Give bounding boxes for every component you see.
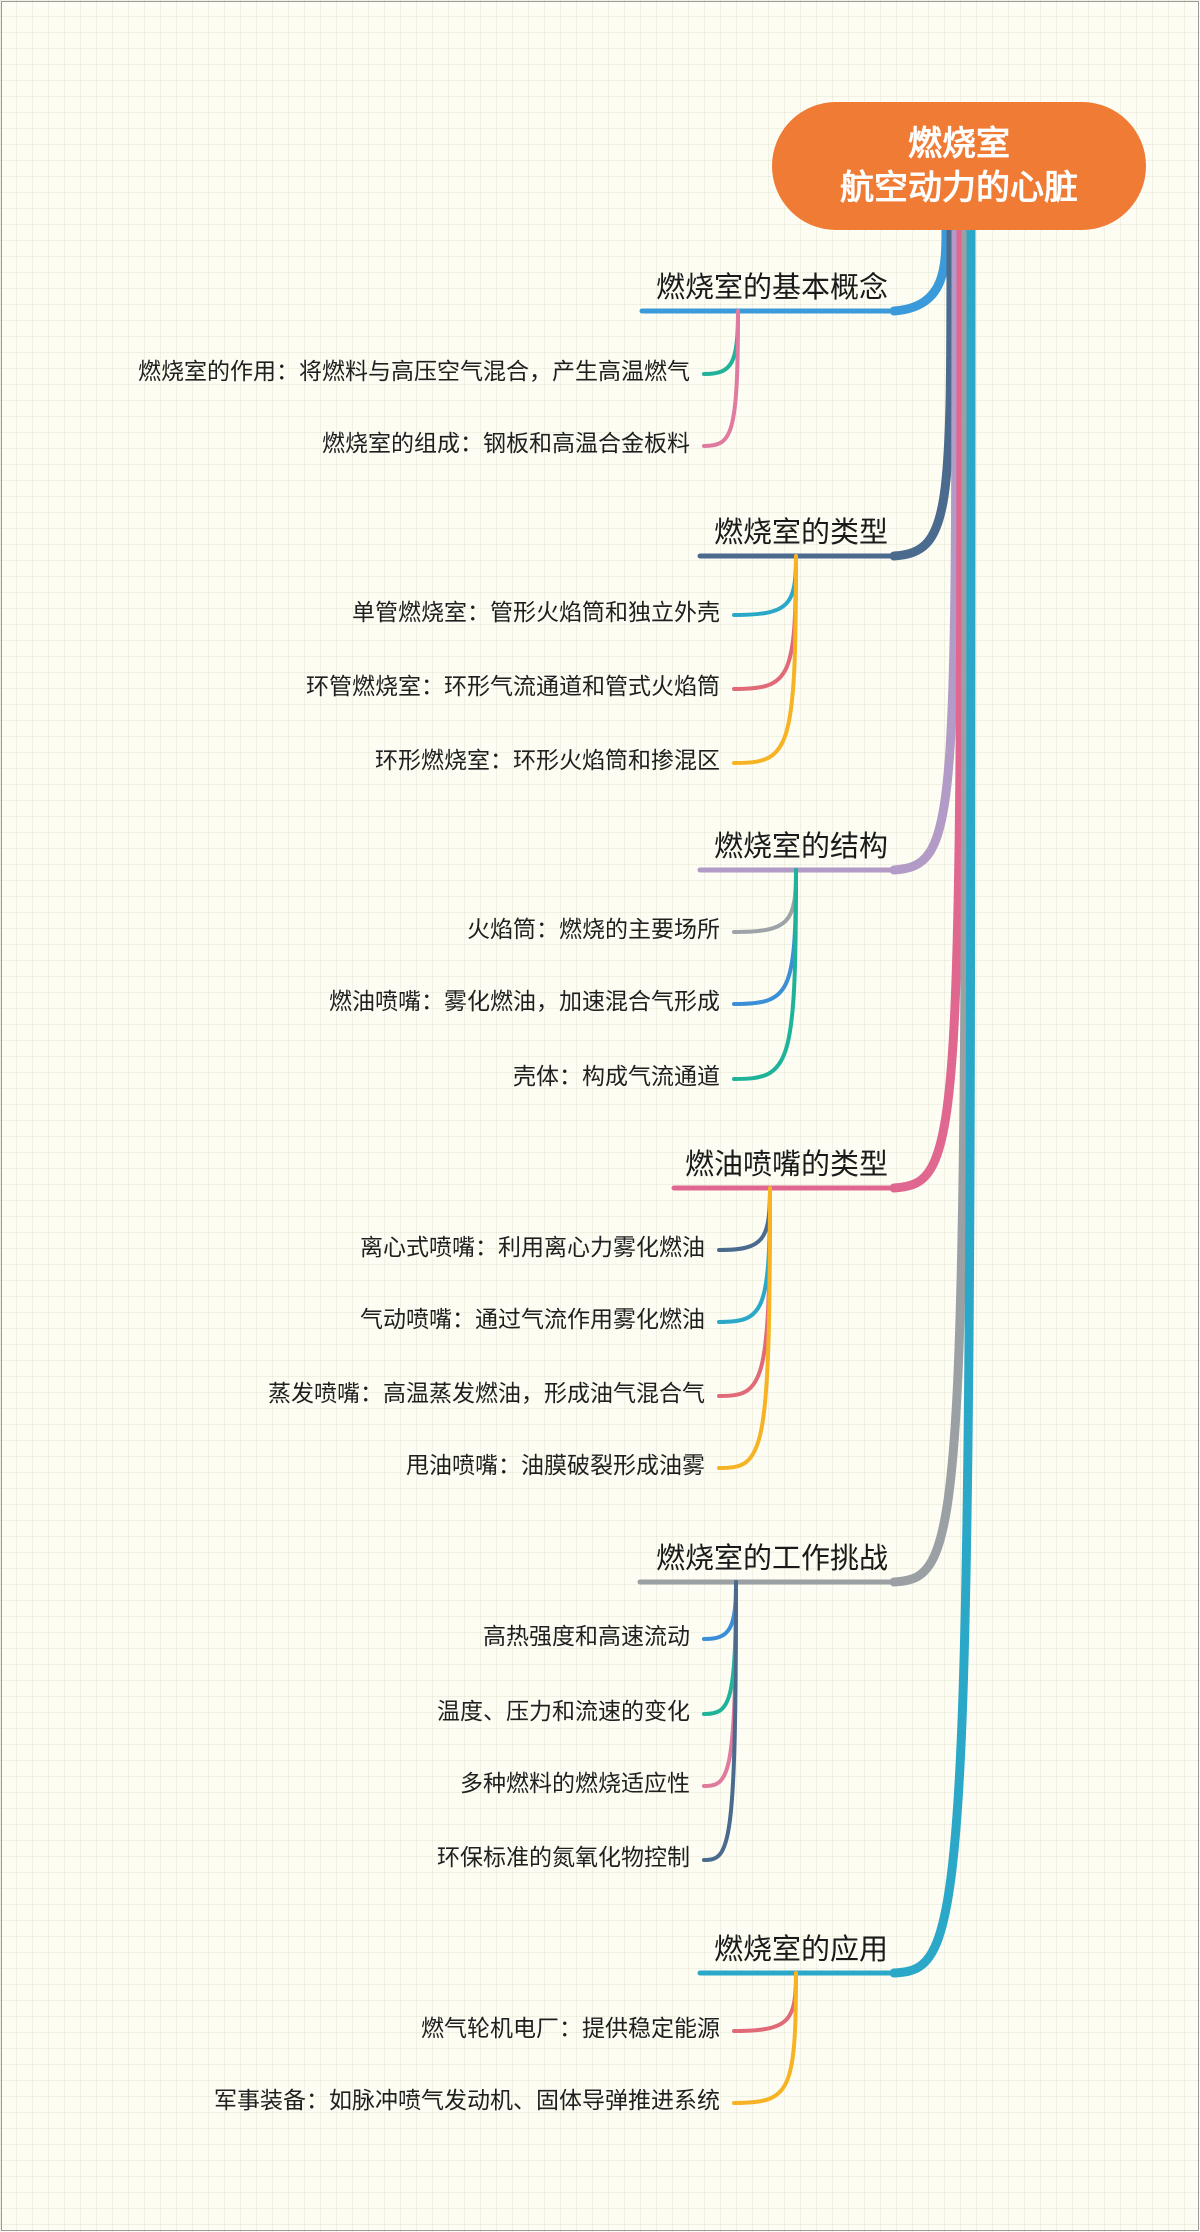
branch-connector [889,223,976,1978]
leaf-connector [732,1971,798,2033]
leaf-connector [732,1971,798,2105]
branch-connector [889,223,951,316]
leaf-connector [702,309,740,376]
branch-title[interactable]: 燃烧室的应用 [713,1932,888,1966]
root-title-line2: 航空动力的心脏 [840,168,1078,208]
leaf-connector [717,1186,772,1324]
leaf-item[interactable]: 高热强度和高速流动 [483,1624,690,1650]
leaf-item[interactable]: 燃油喷嘴：雾化燃油，加速混合气形成 [329,989,720,1015]
leaf-connector [702,1580,738,1641]
leaf-item[interactable]: 单管燃烧室：管形火焰筒和独立外壳 [352,600,720,626]
leaf-connector [717,1186,772,1252]
leaf-connector [702,1580,738,1716]
leaf-item[interactable]: 环管燃烧室：环形气流通道和管式火焰筒 [306,674,720,700]
leaf-item[interactable]: 蒸发喷嘴：高温蒸发燃油，形成油气混合气 [268,1381,705,1407]
leaf-connector [732,554,798,617]
root-node[interactable]: 燃烧室 航空动力的心脏 [772,102,1146,230]
leaf-item[interactable]: 军事装备：如脉冲喷气发动机、固体导弹推进系统 [214,2088,720,2114]
leaf-connector [732,868,798,1081]
leaf-item[interactable]: 燃烧室的组成：钢板和高温合金板料 [322,431,690,457]
leaf-item[interactable]: 燃烧室的作用：将燃料与高压空气混合，产生高温燃气 [138,359,690,385]
branch-connector [889,223,956,561]
leaf-connector [732,554,798,765]
leaf-item[interactable]: 甩油喷嘴：油膜破裂形成油雾 [406,1453,705,1479]
leaf-item[interactable]: 环保标准的氮氧化物控制 [437,1845,690,1871]
leaf-item[interactable]: 多种燃料的燃烧适应性 [460,1771,690,1797]
leaf-connector [717,1186,772,1470]
leaf-connector [732,554,798,691]
branch-title[interactable]: 燃烧室的基本概念 [655,270,888,304]
branch-title[interactable]: 燃油喷嘴的类型 [684,1147,888,1181]
leaf-connector [732,868,798,934]
leaf-connector [702,309,740,448]
leaf-item[interactable]: 气动喷嘴：通过气流作用雾化燃油 [360,1307,705,1333]
branch-title[interactable]: 燃烧室的工作挑战 [655,1541,888,1575]
branch-connector [889,223,966,1193]
branch-title[interactable]: 燃烧室的结构 [713,829,888,863]
branch-connector [889,223,961,875]
branch-title[interactable]: 燃烧室的类型 [713,515,888,549]
leaf-item[interactable]: 燃气轮机电厂：提供稳定能源 [421,2016,720,2042]
leaf-item[interactable]: 火焰筒：燃烧的主要场所 [467,917,720,943]
branch-connector [889,223,971,1587]
leaf-connector [702,1580,738,1862]
root-title-line1: 燃烧室 [908,124,1010,164]
leaf-item[interactable]: 壳体：构成气流通道 [513,1064,720,1090]
leaf-item[interactable]: 离心式喷嘴：利用离心力雾化燃油 [360,1235,705,1261]
leaf-connector [732,868,798,1006]
leaf-item[interactable]: 环形燃烧室：环形火焰筒和掺混区 [375,748,720,774]
leaf-item[interactable]: 温度、压力和流速的变化 [437,1699,690,1725]
